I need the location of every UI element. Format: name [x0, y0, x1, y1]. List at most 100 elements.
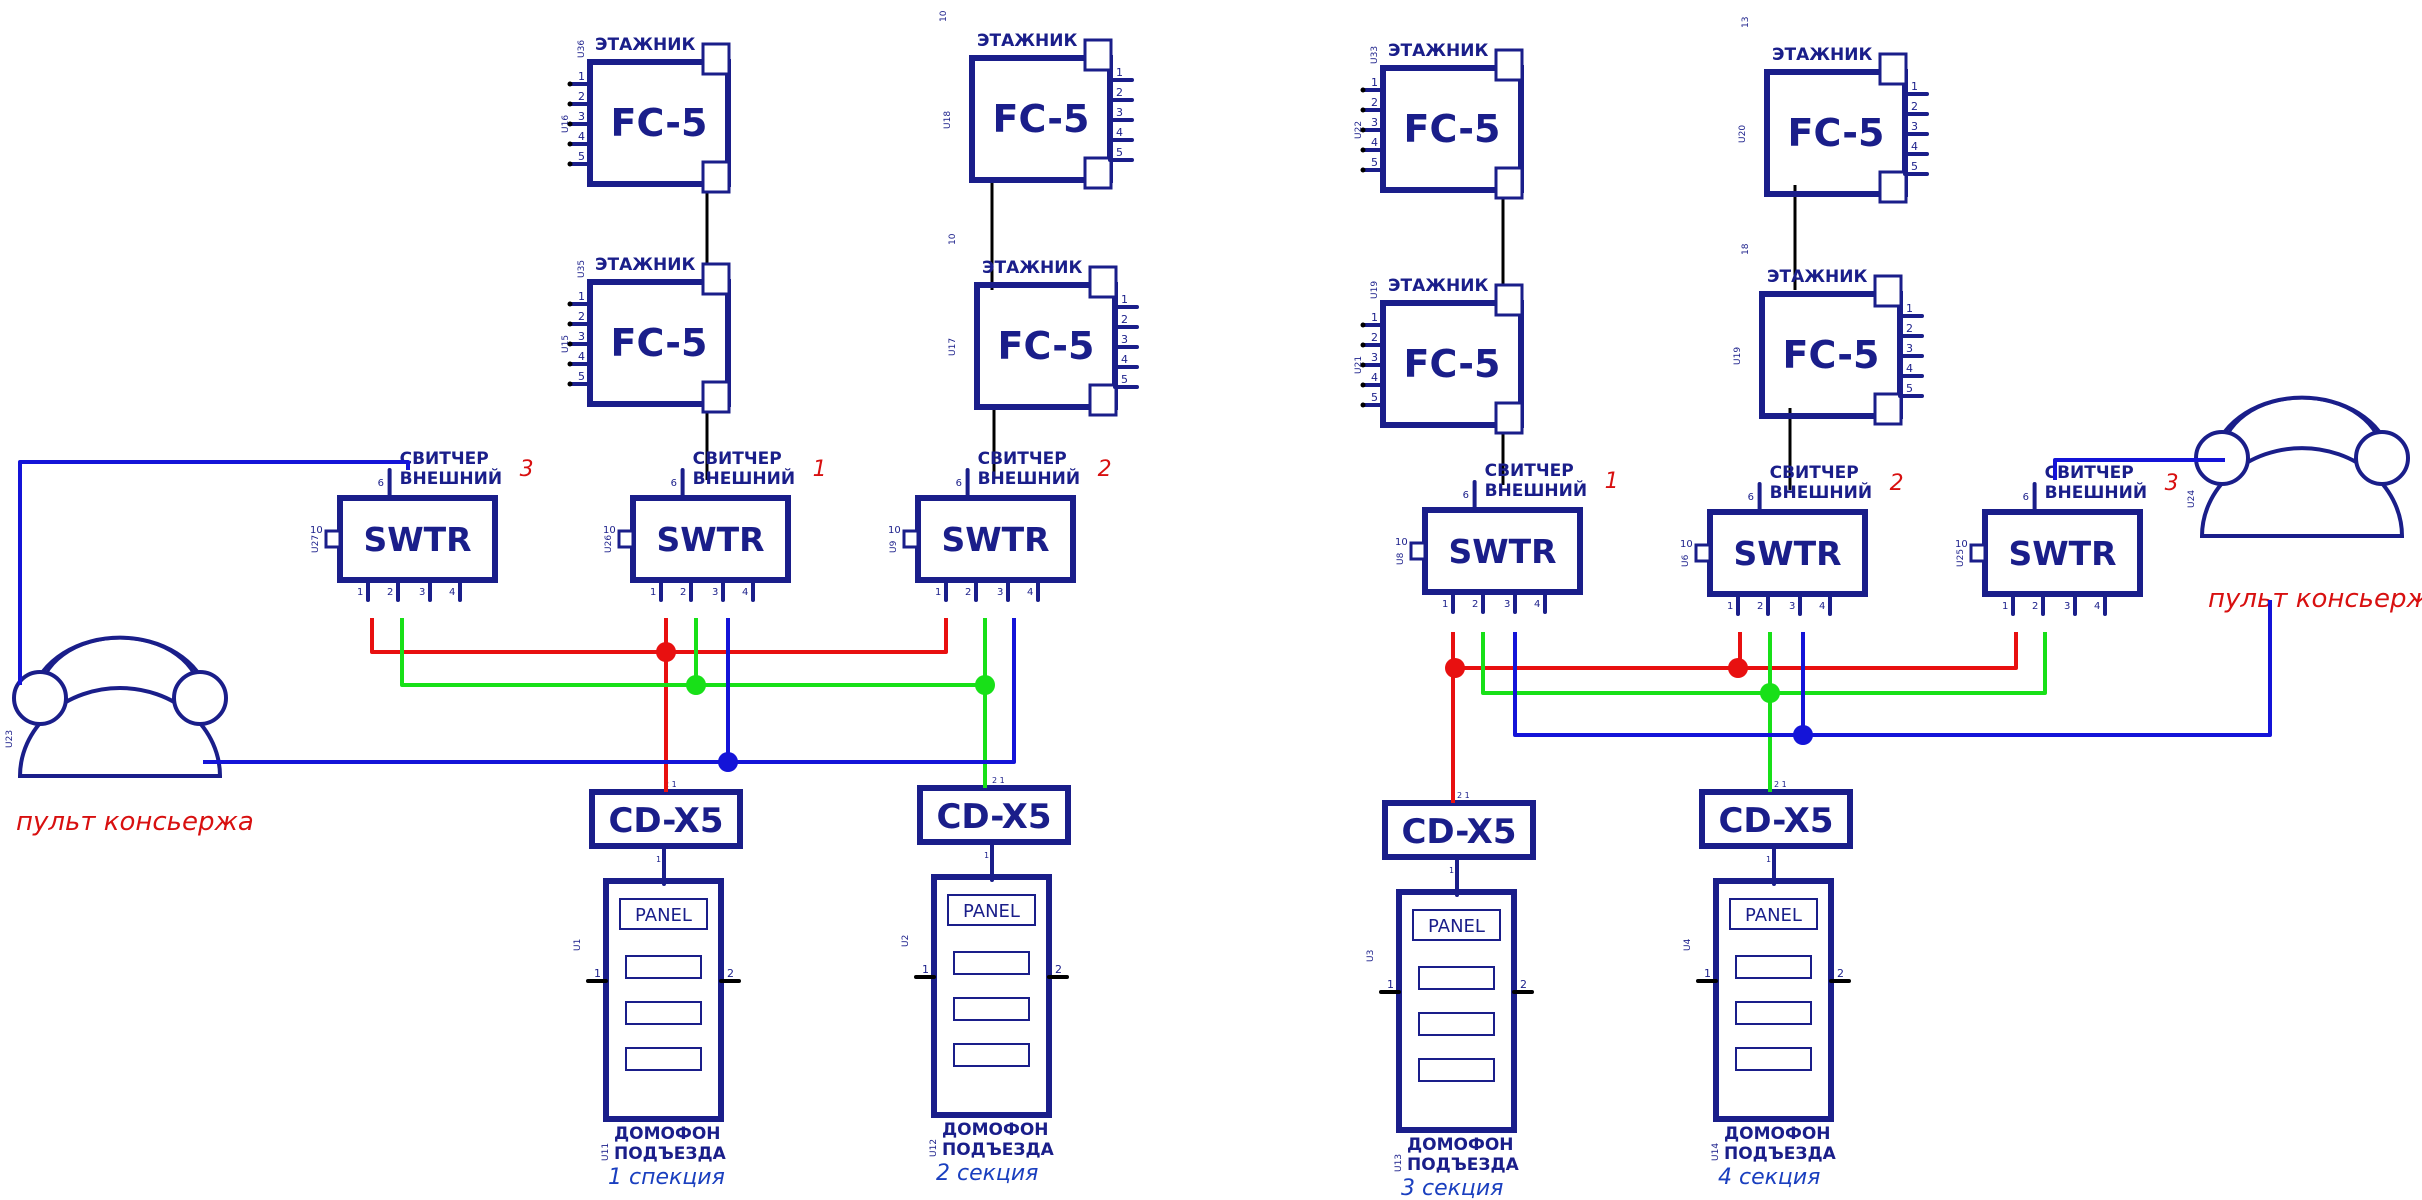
ref-designator: U20 [1738, 125, 1748, 143]
panel-button [1735, 955, 1812, 979]
console-base [2199, 446, 2405, 538]
top-connector [1083, 38, 1113, 72]
console-handset-inner [38, 636, 202, 697]
panel-pin-number: 2 [1520, 978, 1527, 991]
cd-x5-label: CD-X5 [1401, 812, 1516, 852]
swtr-bottom-pin-number: 4 [1027, 587, 1033, 598]
fc-pin-number: 2 [1116, 86, 1123, 99]
ref-designator: U9 [889, 540, 899, 553]
panel-label: PANEL [1428, 916, 1485, 937]
swtr-left-pin-number: 10 [1395, 537, 1408, 548]
fc-pin-number: 1 [578, 70, 585, 83]
ref-designator: 10 [948, 233, 958, 245]
panel-pin-number: 2 [1055, 963, 1062, 976]
floor-label: ЭТАЖНИК [1388, 41, 1488, 61]
junction-red [1445, 658, 1465, 678]
ref-designator: 13 [1741, 17, 1751, 28]
pin-dot [1360, 107, 1366, 113]
switch-number: 3 [520, 457, 534, 482]
switch-label: ВНЕШНИЙ [978, 467, 1080, 489]
fc-pin-number: 2 [1371, 331, 1378, 344]
bottom-connector [701, 160, 731, 194]
swtr-top-pin-number: 6 [1463, 490, 1469, 501]
panel-pin-number: 2 [1837, 967, 1844, 980]
swtr-top-pin-number: 6 [1748, 492, 1754, 503]
pin-dot [1360, 167, 1366, 173]
switch-label: СВИТЧЕР [1485, 461, 1574, 481]
fc-pin-number: 4 [578, 350, 585, 363]
fc-pin-number: 3 [1371, 116, 1378, 129]
swtr-label: SWTR [941, 520, 1049, 559]
ref-designator: U18 [943, 111, 953, 129]
fc-pin-number: 1 [1371, 76, 1378, 89]
fc-5-label: FC-5 [611, 101, 708, 145]
swtr-bottom-pin-number: 4 [1534, 599, 1540, 610]
bus-blue [203, 618, 1016, 764]
floor-label: ЭТАЖНИК [977, 31, 1077, 51]
panel-box [603, 878, 724, 1122]
pin-dot [567, 141, 573, 147]
pin-dot [1360, 382, 1366, 388]
ref-designator: U11 [601, 1143, 611, 1161]
cd-pin-number: 2 1 [664, 780, 677, 789]
ref-designator: U14 [1711, 1143, 1721, 1161]
swtr-label: SWTR [656, 520, 764, 559]
swtr-label: SWTR [2008, 534, 2116, 573]
section-2-label: 2 секция [936, 1161, 1038, 1186]
panel-button [1418, 966, 1495, 990]
console-mouthpiece [2354, 430, 2410, 486]
swtr-bottom-pin-number: 3 [1789, 601, 1795, 612]
fc-pin-number: 4 [578, 130, 585, 143]
fc-5-label: FC-5 [993, 97, 1090, 141]
panel-button [953, 997, 1030, 1021]
fc-pin-number: 1 [1911, 80, 1918, 93]
cd-pin-number: 2 1 [1457, 791, 1470, 800]
pin-dot [1360, 87, 1366, 93]
panel-pin-number: 1 [594, 967, 601, 980]
panel-pin-number: 2 [727, 967, 734, 980]
ref-designator: U15 [561, 335, 571, 353]
fc-pin-number: 2 [1911, 100, 1918, 113]
cd-pin-number: 11 [1449, 866, 1459, 875]
ref-designator: U6 [1681, 554, 1691, 567]
fc-pin-number: 2 [578, 310, 585, 323]
top-connector [1494, 48, 1524, 82]
ref-designator: U3 [1366, 950, 1376, 962]
bus-green [1481, 632, 2047, 695]
pin-dot [567, 321, 573, 327]
swtr-left-pin [902, 529, 920, 549]
switch-number: 3 [2165, 471, 2179, 496]
ref-designator: U36 [577, 40, 587, 58]
console-mouthpiece [172, 670, 228, 726]
panel-button [625, 1001, 702, 1025]
console-blue-wire [2053, 458, 2225, 480]
swtr-top-pin-number: 6 [2023, 492, 2029, 503]
fc-5-label: FC-5 [1404, 107, 1501, 151]
swtr-left-pin-number: 10 [1680, 539, 1693, 550]
ref-designator: U22 [1354, 121, 1364, 139]
panel-label-frame [1412, 909, 1501, 941]
fc-pin-number: 5 [1906, 382, 1913, 395]
fc-pin-number: 5 [1911, 160, 1918, 173]
ref-designator: U1 [573, 939, 583, 951]
fc-pin-number: 5 [1121, 373, 1128, 386]
swtr-bottom-pin-number: 3 [2064, 601, 2070, 612]
pin-dot [1360, 322, 1366, 328]
ref-designator: U35 [577, 260, 587, 278]
swtr-bottom-pin-number: 3 [1504, 599, 1510, 610]
fc-pin-number: 2 [1906, 322, 1913, 335]
bottom-connector [1083, 156, 1113, 190]
console-earpiece [12, 670, 68, 726]
ref-designator: 18 [1741, 243, 1751, 255]
cd-pin-number: 11 [1766, 855, 1776, 864]
